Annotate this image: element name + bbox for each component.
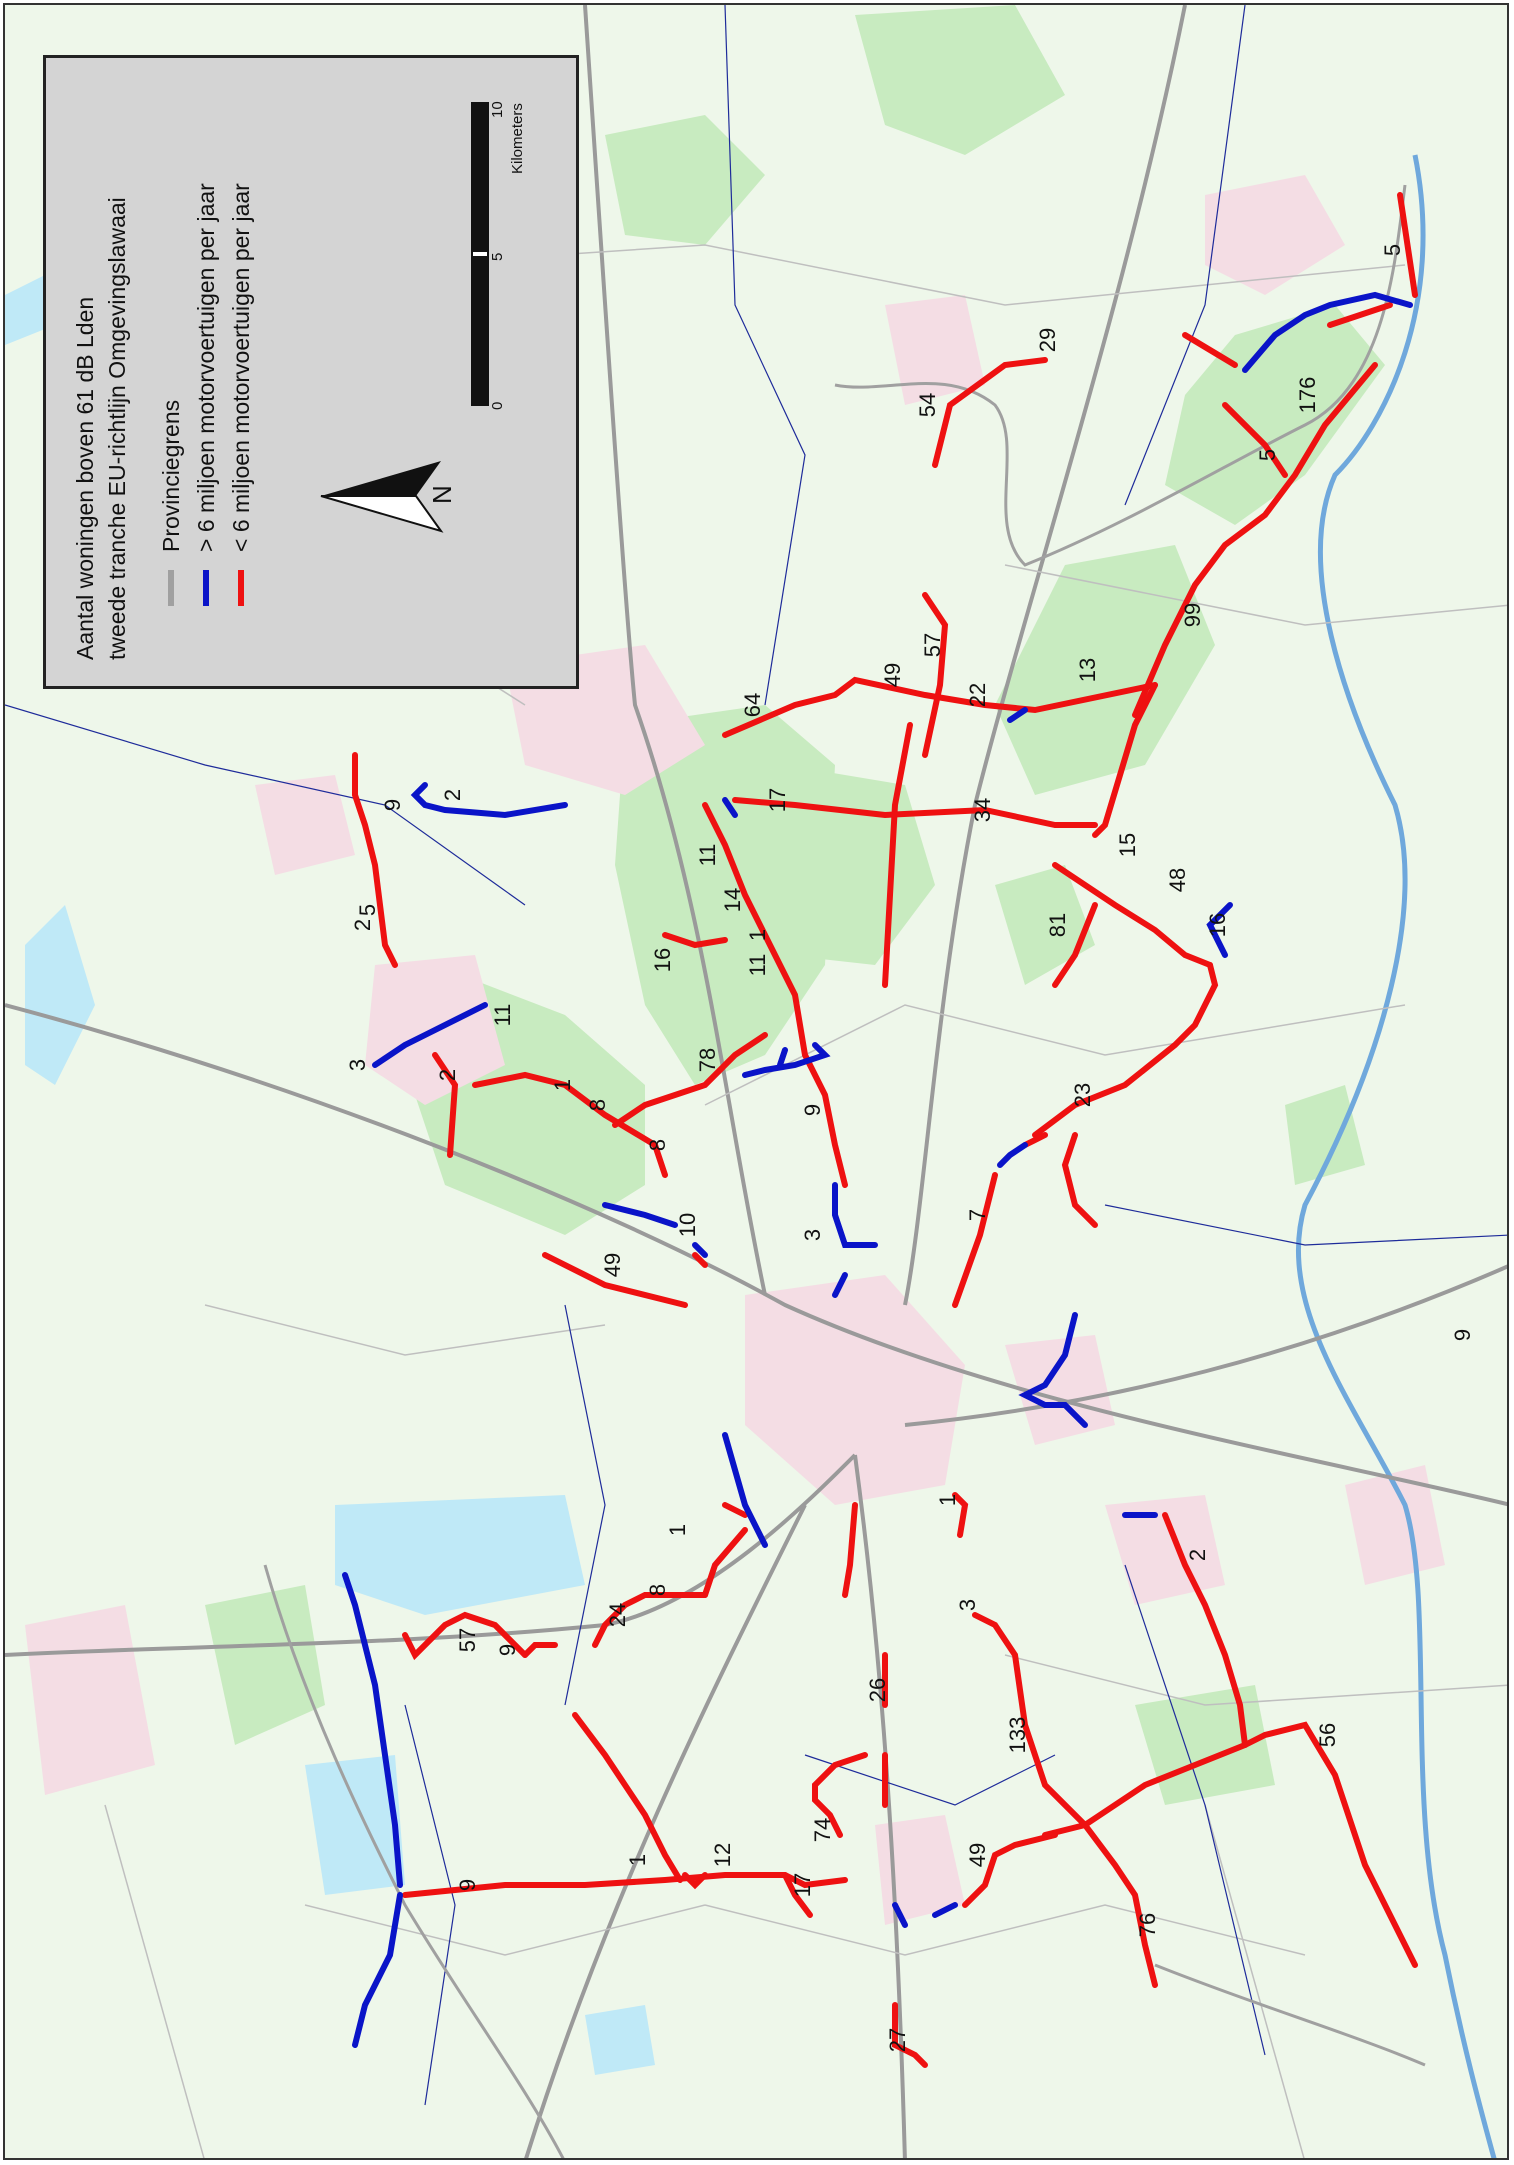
municipal-boundaries <box>5 5 1507 2106</box>
road-label: 8 <box>645 1584 670 1596</box>
road-label: 34 <box>970 798 995 822</box>
road-label: 81 <box>1045 913 1070 937</box>
road-label: 49 <box>600 1253 625 1277</box>
road-label: 64 <box>740 693 765 717</box>
road-label: 3 <box>955 1599 980 1611</box>
road-label: 1 <box>935 1494 960 1506</box>
road-label: 11 <box>745 954 770 977</box>
road-label: 8 <box>645 1139 670 1151</box>
road-label: 11 <box>490 1004 515 1027</box>
road-label: 27 <box>885 2028 910 2052</box>
road-label: 5 <box>1380 244 1405 256</box>
road-label: 48 <box>1165 868 1190 892</box>
legend-swatch-grey <box>168 570 174 606</box>
road-label: 49 <box>880 663 905 687</box>
legend-label-under-6m: < 6 miljoen motorvoertuigen per jaar <box>227 183 254 552</box>
province-border <box>263 184 1426 2158</box>
road-label: 74 <box>810 1818 835 1842</box>
scale-segment-gap <box>473 252 487 256</box>
road-label: 1 <box>625 1854 650 1866</box>
road-label: 5 <box>355 904 380 916</box>
road-label: 16 <box>650 948 675 972</box>
road-label: 2 <box>350 919 375 931</box>
road-label: 9 <box>1450 1329 1475 1341</box>
road-label: 1 <box>550 1079 575 1091</box>
road-label: 133 <box>1005 1717 1030 1754</box>
road-label: 9 <box>455 1879 480 1891</box>
legend-title-line2: tweede tranche EU-richtlijn Omgevingslaw… <box>104 197 130 660</box>
north-label: N <box>427 485 457 504</box>
highways <box>5 5 1507 2158</box>
road-label: 3 <box>800 1229 825 1241</box>
road-label: 24 <box>605 1603 630 1627</box>
road-label: 23 <box>1070 1083 1095 1107</box>
road-label: 57 <box>920 633 945 657</box>
road-label: 17 <box>790 1873 815 1897</box>
road-label: 3 <box>345 1059 370 1071</box>
road-label: 49 <box>965 1843 990 1867</box>
road-label: 7 <box>965 1209 990 1221</box>
road-label: 54 <box>915 393 940 417</box>
road-label: 2 <box>1185 1549 1210 1561</box>
road-label: 76 <box>1135 1913 1160 1937</box>
map-canvas[interactable]: 5295417659957492213641734154816811114116… <box>5 5 1509 2160</box>
scale-tick-10: 10 <box>489 101 506 118</box>
roads-over-6-million <box>342 291 1413 2048</box>
road-label: 5 <box>1255 449 1280 461</box>
legend-content: Aantal woningen boven 61 dB Lden tweede … <box>46 58 576 686</box>
legend-swatch-red <box>238 570 244 606</box>
road-label: 8 <box>585 1099 610 1111</box>
north-arrow-icon: N <box>320 461 457 533</box>
road-label: 99 <box>1180 603 1205 627</box>
road-label: 11 <box>695 844 720 867</box>
road-label: 2 <box>435 1069 460 1081</box>
road-label: 14 <box>720 888 745 912</box>
road-label: 12 <box>710 1843 735 1867</box>
river <box>1295 154 1497 2158</box>
road-label: 9 <box>380 799 405 811</box>
legend: Aantal woningen boven 61 dB Lden tweede … <box>43 55 579 689</box>
legend-item-under-6m: < 6 miljoen motorvoertuigen per jaar <box>226 183 256 606</box>
road-label: 78 <box>695 1048 720 1072</box>
road-label: 56 <box>1315 1723 1340 1747</box>
scale-unit: Kilometers <box>509 103 526 174</box>
legend-swatch-blue <box>203 570 209 606</box>
road-label: 26 <box>865 1678 890 1702</box>
road-label: 13 <box>1075 658 1100 682</box>
road-label: 2 <box>440 789 465 801</box>
scale-tick-5: 5 <box>489 252 506 261</box>
scale-bar <box>471 102 489 406</box>
scale-segment-2 <box>473 104 487 252</box>
road-label: 29 <box>1035 328 1060 352</box>
water-bodies <box>5 275 655 2075</box>
roads-under-6-million <box>352 192 1418 2068</box>
road-label: 17 <box>765 788 790 812</box>
legend-title-line1: Aantal woningen boven 61 dB Lden <box>72 296 98 660</box>
road-label: 9 <box>495 1644 520 1656</box>
scale-segment-1 <box>473 256 487 404</box>
scale-tick-0: 0 <box>489 401 506 410</box>
road-label: 1 <box>665 1524 690 1536</box>
legend-label-over-6m: > 6 miljoen motorvoertuigen per jaar <box>192 183 219 552</box>
road-label: 9 <box>800 1104 825 1116</box>
road-label: 10 <box>675 1213 700 1237</box>
road-label: 22 <box>965 683 990 707</box>
road-label: 57 <box>455 1628 480 1652</box>
legend-item-province: Provinciegrens <box>156 400 186 606</box>
legend-item-over-6m: > 6 miljoen motorvoertuigen per jaar <box>191 183 221 606</box>
legend-label-province: Provinciegrens <box>157 399 184 552</box>
road-label: 1 <box>745 929 770 941</box>
road-label: 15 <box>1115 833 1140 857</box>
road-label: 176 <box>1295 377 1320 414</box>
road-label: 16 <box>1205 913 1230 937</box>
